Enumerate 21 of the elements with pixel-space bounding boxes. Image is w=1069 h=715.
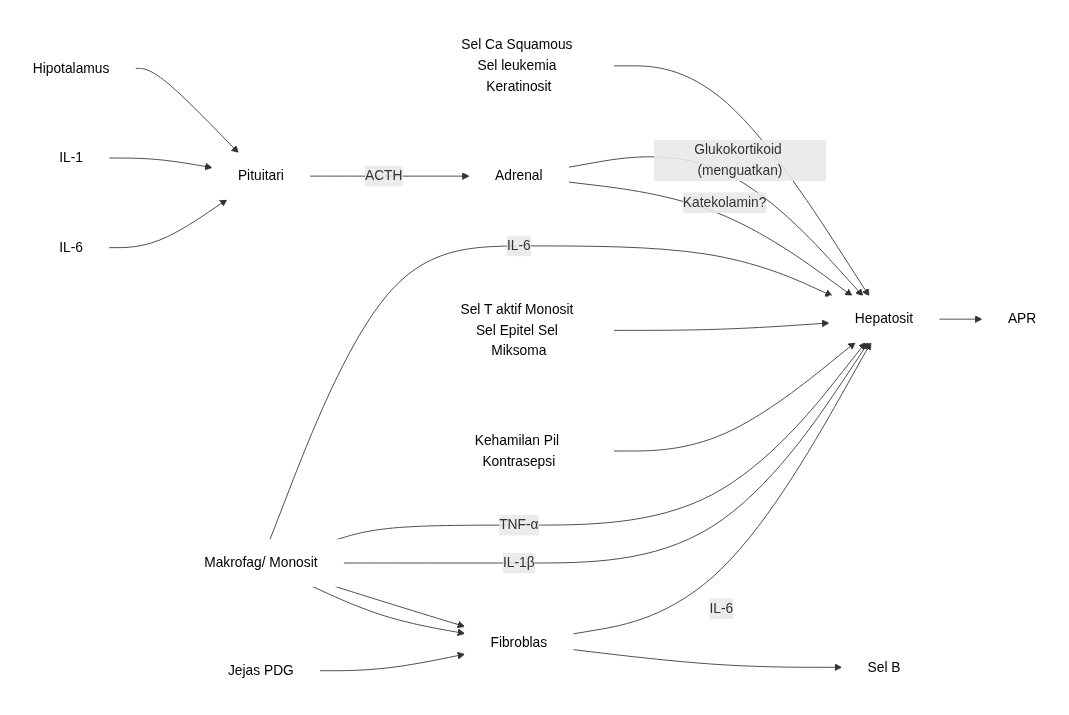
node-text: IL-6: [59, 239, 83, 255]
node-text: Sel T aktif Monosit Sel Epitel Sel Miksoma: [460, 301, 574, 358]
node-text: Hipotalamus: [32, 60, 110, 75]
node-text: Sel Ca Squamous Sel leukemia Keratinosit: [461, 36, 573, 93]
node-text: Kehamilan Pil Kontrasepsi: [474, 432, 560, 468]
edge-label: TNF-α: [499, 516, 539, 532]
node-text: Fibroblas: [490, 634, 548, 650]
node-text: Jejas PDG: [227, 662, 294, 678]
edge-label: IL-1β: [502, 554, 535, 570]
node-text: APR: [1007, 310, 1037, 326]
node-text: Pituitari: [237, 167, 284, 183]
edge-label: Glukokortikoid (menguatkan): [694, 141, 783, 178]
edge-label: IL-6: [709, 600, 734, 616]
edge-label: Katekolamin?: [682, 194, 767, 210]
node-text: Sel B: [867, 659, 901, 674]
node-text: IL-1: [59, 149, 83, 165]
node-text: Adrenal: [495, 167, 543, 183]
edge-label: IL-6: [506, 237, 531, 253]
edge-label: ACTH: [364, 167, 403, 183]
node-text: Makrofag/ Monosit: [204, 554, 318, 570]
node-text: Hepatosit: [854, 310, 914, 326]
